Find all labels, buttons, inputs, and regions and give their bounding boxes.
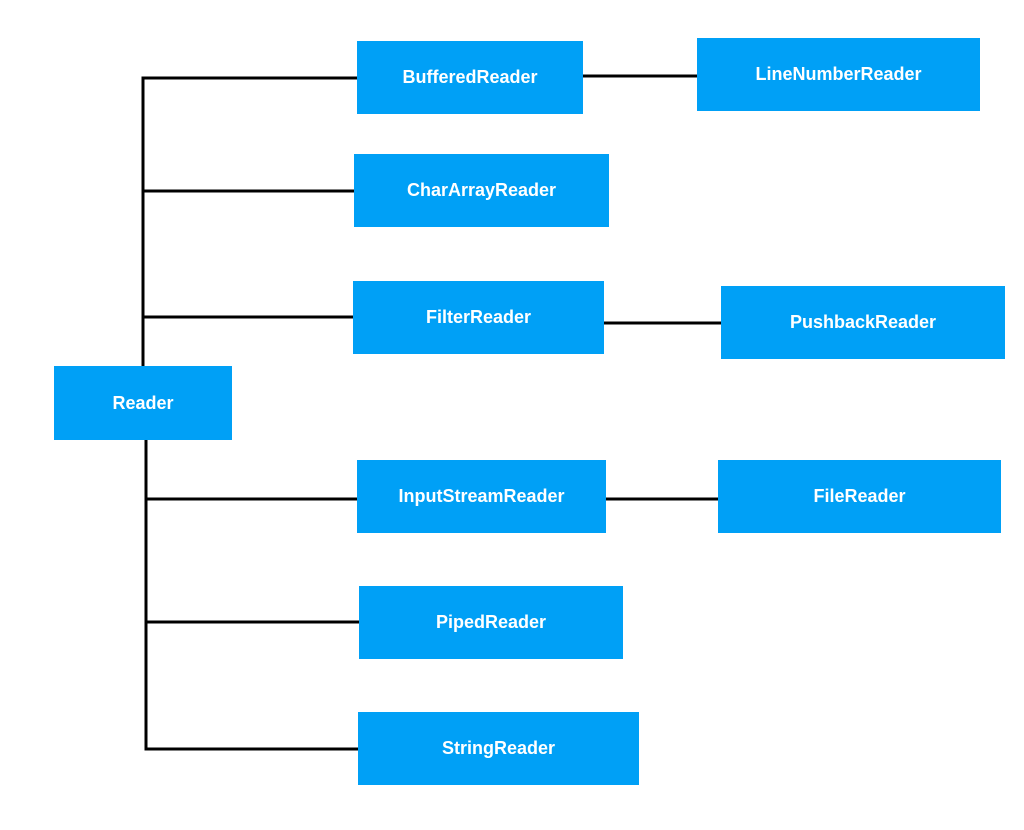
node-bufferedreader: BufferedReader xyxy=(357,41,583,114)
node-filterreader: FilterReader xyxy=(353,281,604,354)
node-linenumberreader: LineNumberReader xyxy=(697,38,980,111)
node-stringreader: StringReader xyxy=(358,712,639,785)
node-inputstreamreader: InputStreamReader xyxy=(357,460,606,533)
node-pushbackreader: PushbackReader xyxy=(721,286,1005,359)
node-reader: Reader xyxy=(54,366,232,440)
node-pipedreader: PipedReader xyxy=(359,586,623,659)
node-chararrayreader: CharArrayReader xyxy=(354,154,609,227)
node-filereader: FileReader xyxy=(718,460,1001,533)
